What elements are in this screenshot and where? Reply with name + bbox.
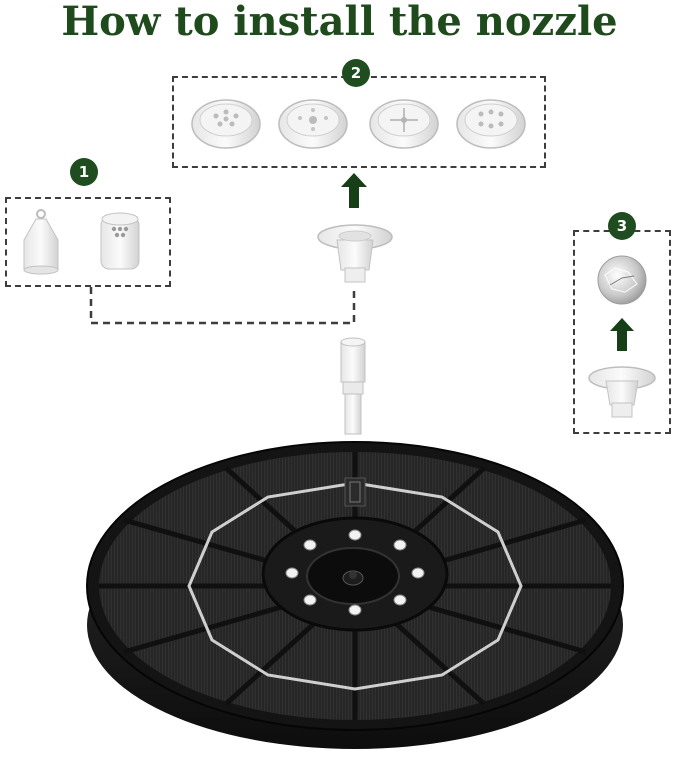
- solar-fountain-panel: [86, 441, 624, 749]
- step-3-cup-adapter: [588, 366, 656, 418]
- step-3-badge: 3: [608, 212, 636, 240]
- step-2-badge: 2: [342, 59, 370, 87]
- stem-tube: [340, 337, 366, 435]
- step-1-badge: 1: [70, 158, 98, 186]
- nozzle-head-1: [191, 99, 261, 149]
- nozzle-cap-cone: [23, 209, 59, 275]
- nozzle-cap-cylinder: [100, 212, 140, 270]
- page-title: How to install the nozzle: [61, 0, 618, 45]
- arrow-up-icon: [341, 173, 367, 208]
- connector-line: [89, 287, 356, 325]
- crystal-ball: [597, 255, 647, 305]
- nozzle-head-2: [278, 99, 348, 149]
- step-1-box: [5, 197, 171, 287]
- arrow-up-icon: [610, 318, 634, 351]
- nozzle-head-4: [456, 99, 526, 149]
- cup-adapter: [317, 224, 393, 283]
- nozzle-head-3: [369, 99, 439, 149]
